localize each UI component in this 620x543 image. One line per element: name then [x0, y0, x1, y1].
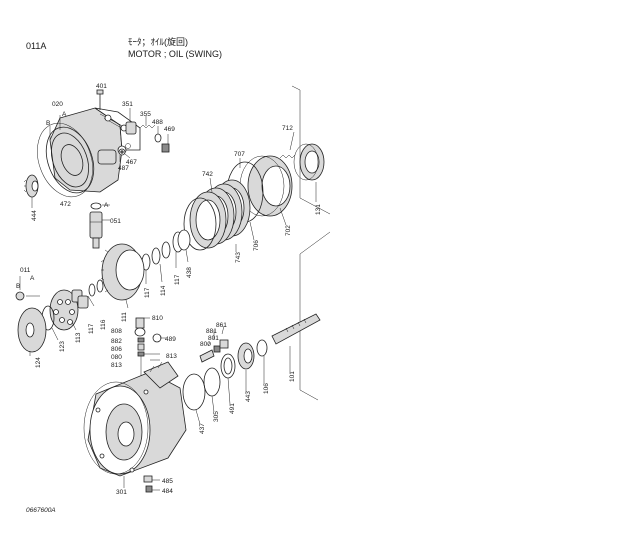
part-437: 437	[199, 423, 206, 434]
part-742: 742	[202, 171, 213, 178]
drawing-code: 0667600A	[26, 507, 56, 514]
part-810: 810	[152, 315, 163, 322]
part-123: 123	[59, 341, 66, 352]
part-020: 020	[52, 101, 63, 108]
part-080: 080	[111, 354, 122, 361]
part-131: 131	[315, 204, 322, 215]
part-114: 114	[160, 285, 167, 296]
part-467: 467	[126, 159, 137, 166]
relief-valve-parts	[118, 108, 170, 162]
part-355: 355	[140, 111, 151, 118]
part-489: 489	[165, 336, 176, 343]
part-106: 106	[263, 383, 270, 394]
valve-block-assembly	[37, 89, 141, 198]
part-101: 101	[289, 371, 296, 382]
part-a-2: A	[104, 202, 109, 209]
part-443: 443	[245, 391, 252, 402]
part-b-1: B	[46, 120, 50, 127]
makeup-valve-parts	[134, 317, 166, 376]
part-806: 806	[111, 346, 122, 353]
part-801: 801	[208, 335, 219, 342]
gear-444	[23, 174, 39, 208]
part-301: 301	[116, 489, 127, 496]
shaft-assembly	[182, 231, 331, 425]
part-a-3: A	[30, 275, 35, 282]
part-438: 438	[186, 267, 193, 278]
part-051: 051	[110, 218, 121, 225]
part-743: 743	[235, 252, 242, 263]
part-702: 702	[285, 225, 292, 236]
part-469: 469	[164, 126, 175, 133]
brake-assembly	[183, 85, 331, 252]
part-011: 011	[20, 267, 31, 274]
part-a-1: A	[62, 111, 67, 118]
part-488: 488	[152, 119, 163, 126]
part-124: 124	[35, 357, 42, 368]
part-472: 472	[60, 201, 71, 208]
part-800: 800	[200, 341, 211, 348]
spool-051	[89, 202, 110, 249]
part-number-labels: 401 020 A B 351 355 488 469 467 487 472 …	[16, 83, 322, 514]
part-351: 351	[122, 101, 133, 108]
part-707: 707	[234, 151, 245, 158]
part-113: 113	[75, 332, 82, 343]
part-491: 491	[229, 403, 236, 414]
part-485: 485	[162, 478, 173, 485]
rotary-group	[15, 229, 191, 356]
part-116: 116	[100, 319, 107, 330]
part-444: 444	[31, 210, 38, 221]
part-882: 882	[111, 338, 122, 345]
part-813-a: 813	[166, 353, 177, 360]
motor-casing-301	[83, 361, 187, 493]
part-111: 111	[121, 312, 128, 322]
part-117-c: 117	[88, 323, 95, 334]
part-401: 401	[96, 83, 107, 90]
title-japanese: ﾓｰﾀ；ｵｲﾙ(旋回)	[128, 37, 188, 47]
section-code: 011A	[26, 41, 47, 51]
part-712: 712	[282, 125, 293, 132]
title-english: MOTOR ; OIL (SWING)	[128, 49, 222, 59]
part-861: 861	[216, 322, 227, 329]
part-305: 305	[213, 411, 220, 422]
part-b-2: B	[16, 283, 20, 290]
part-881: 881	[206, 328, 217, 335]
part-487: 487	[118, 165, 129, 172]
part-813-b: 813	[111, 362, 122, 369]
part-706: 706	[253, 240, 260, 251]
part-117-a: 117	[144, 287, 151, 298]
part-117-b: 117	[174, 274, 181, 285]
part-484: 484	[162, 488, 173, 495]
part-808: 808	[111, 328, 122, 335]
